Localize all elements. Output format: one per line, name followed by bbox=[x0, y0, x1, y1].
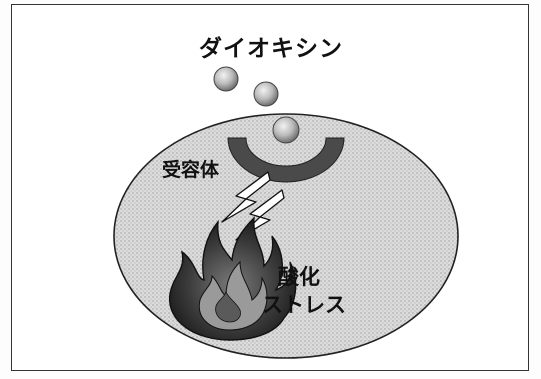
oxidative-stress-label-line1: 酸化 bbox=[278, 265, 320, 289]
dioxin-molecule-icon bbox=[213, 66, 300, 144]
receptor-icon bbox=[227, 137, 345, 183]
oxidative-stress-label-line2: ストレス bbox=[262, 293, 346, 317]
receptor-label: 受容体 bbox=[162, 159, 220, 181]
dioxin-label: ダイオキシン bbox=[199, 36, 343, 62]
flame-icon bbox=[169, 216, 297, 341]
cell-ellipse bbox=[113, 113, 459, 359]
oxidative-stress-label: 酸化 ストレス bbox=[262, 263, 346, 319]
